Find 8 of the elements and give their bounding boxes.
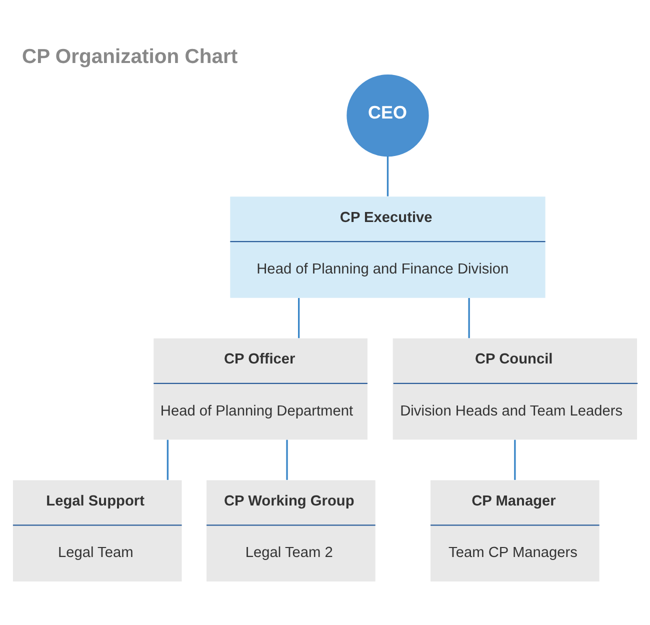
connector: [514, 440, 516, 480]
connector: [298, 298, 300, 338]
connector: [386, 156, 389, 196]
diagram-title: CP Organization Chart: [22, 46, 238, 68]
node-circle: CEO: [346, 74, 429, 157]
connector: [468, 298, 470, 338]
connector: [166, 440, 169, 480]
connector: [286, 440, 288, 480]
